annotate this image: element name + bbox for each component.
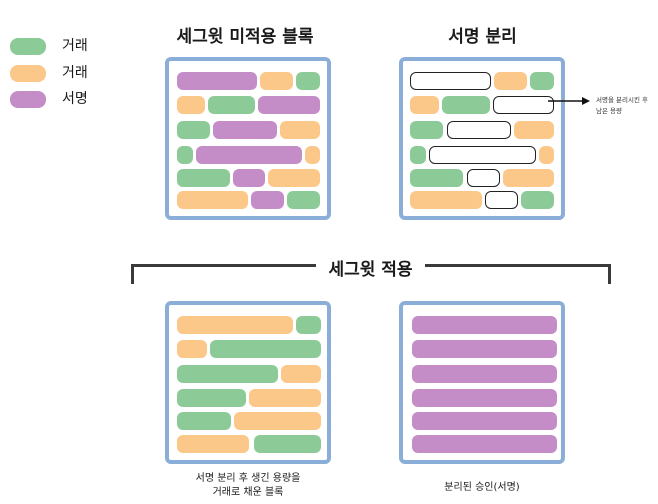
transaction-block-orange [260, 72, 293, 90]
transaction-block-orange [249, 389, 321, 407]
transaction-block-orange [268, 169, 320, 187]
transaction-block-orange [177, 96, 205, 114]
transaction-block-green [410, 121, 443, 139]
bracket-left-horizontal [131, 264, 316, 267]
signature-block [233, 169, 265, 187]
transaction-block-green [296, 72, 320, 90]
transaction-block-orange [177, 316, 293, 334]
transaction-block-orange [503, 169, 554, 187]
title-segwit-not-applied-block: 세그윗 미적용 블록 [176, 27, 314, 47]
bracket-right-vertical [608, 264, 611, 284]
legend-swatch-transaction-green [10, 38, 46, 55]
transaction-block-green [296, 316, 321, 334]
signature-block [196, 146, 302, 164]
transaction-block-orange [177, 340, 207, 358]
transaction-block-orange [305, 146, 320, 164]
transaction-block-green [177, 146, 193, 164]
transaction-block-green [287, 191, 320, 209]
transaction-block-orange [177, 191, 248, 209]
empty-slot [447, 121, 511, 139]
transaction-block-green [177, 169, 230, 187]
legend-label-signature: 서명 [62, 91, 88, 107]
transaction-block-green [177, 389, 246, 407]
empty-slot [467, 169, 500, 187]
block-filled-after-separation [165, 301, 331, 464]
transaction-block-orange [177, 435, 249, 453]
transaction-block-orange [410, 191, 482, 209]
signature-block [258, 96, 320, 114]
signature-block [412, 412, 557, 430]
transaction-block-green [530, 72, 554, 90]
block-separated-witness [399, 301, 565, 464]
legend-label-transaction-orange: 거래 [62, 65, 88, 81]
title-signature-separation: 서명 분리 [448, 27, 517, 47]
caption-bottom-left-line1: 서명 분리 후 생긴 용량을 [195, 473, 301, 484]
transaction-block-orange [494, 72, 527, 90]
transaction-block-orange [234, 412, 321, 430]
side-note-line2: 남은 용량 [596, 107, 622, 115]
transaction-block-orange [281, 365, 321, 383]
transaction-block-green [410, 146, 426, 164]
transaction-block-orange [280, 121, 320, 139]
signature-block [213, 121, 277, 139]
empty-slot [485, 191, 518, 209]
transaction-block-green [177, 365, 278, 383]
signature-block [412, 365, 557, 383]
empty-slot [410, 72, 491, 90]
arrow-head-icon [582, 97, 590, 105]
empty-slot [493, 96, 554, 114]
signature-block [412, 435, 557, 453]
transaction-block-orange [539, 146, 554, 164]
signature-block [412, 316, 557, 334]
block-segwit-not-applied [165, 57, 331, 220]
title-segwit-applied: 세그윗 적용 [328, 260, 413, 280]
caption-bottom-right: 분리된 승인(서명) [444, 482, 520, 493]
legend-swatch-signature [10, 91, 46, 108]
legend-label-transaction-green: 거래 [62, 38, 88, 54]
legend-swatch-transaction-orange [10, 65, 46, 82]
transaction-block-green [210, 340, 321, 358]
block-signature-separated [399, 57, 565, 220]
side-note-line1: 서명을 분리시킨 후 [596, 96, 648, 104]
transaction-block-green [410, 169, 463, 187]
signature-block [177, 72, 257, 90]
transaction-block-green [254, 435, 321, 453]
signature-block [251, 191, 284, 209]
bracket-left-vertical [131, 264, 134, 284]
caption-bottom-left-line2: 거래로 채운 블록 [212, 487, 284, 498]
signature-block [412, 340, 557, 358]
transaction-block-green [442, 96, 490, 114]
transaction-block-orange [410, 96, 439, 114]
transaction-block-green [521, 191, 554, 209]
transaction-block-orange [514, 121, 554, 139]
transaction-block-green [177, 412, 231, 430]
transaction-block-green [208, 96, 255, 114]
transaction-block-green [177, 121, 210, 139]
empty-slot [429, 146, 536, 164]
bracket-right-horizontal [425, 264, 611, 267]
signature-block [412, 389, 557, 407]
